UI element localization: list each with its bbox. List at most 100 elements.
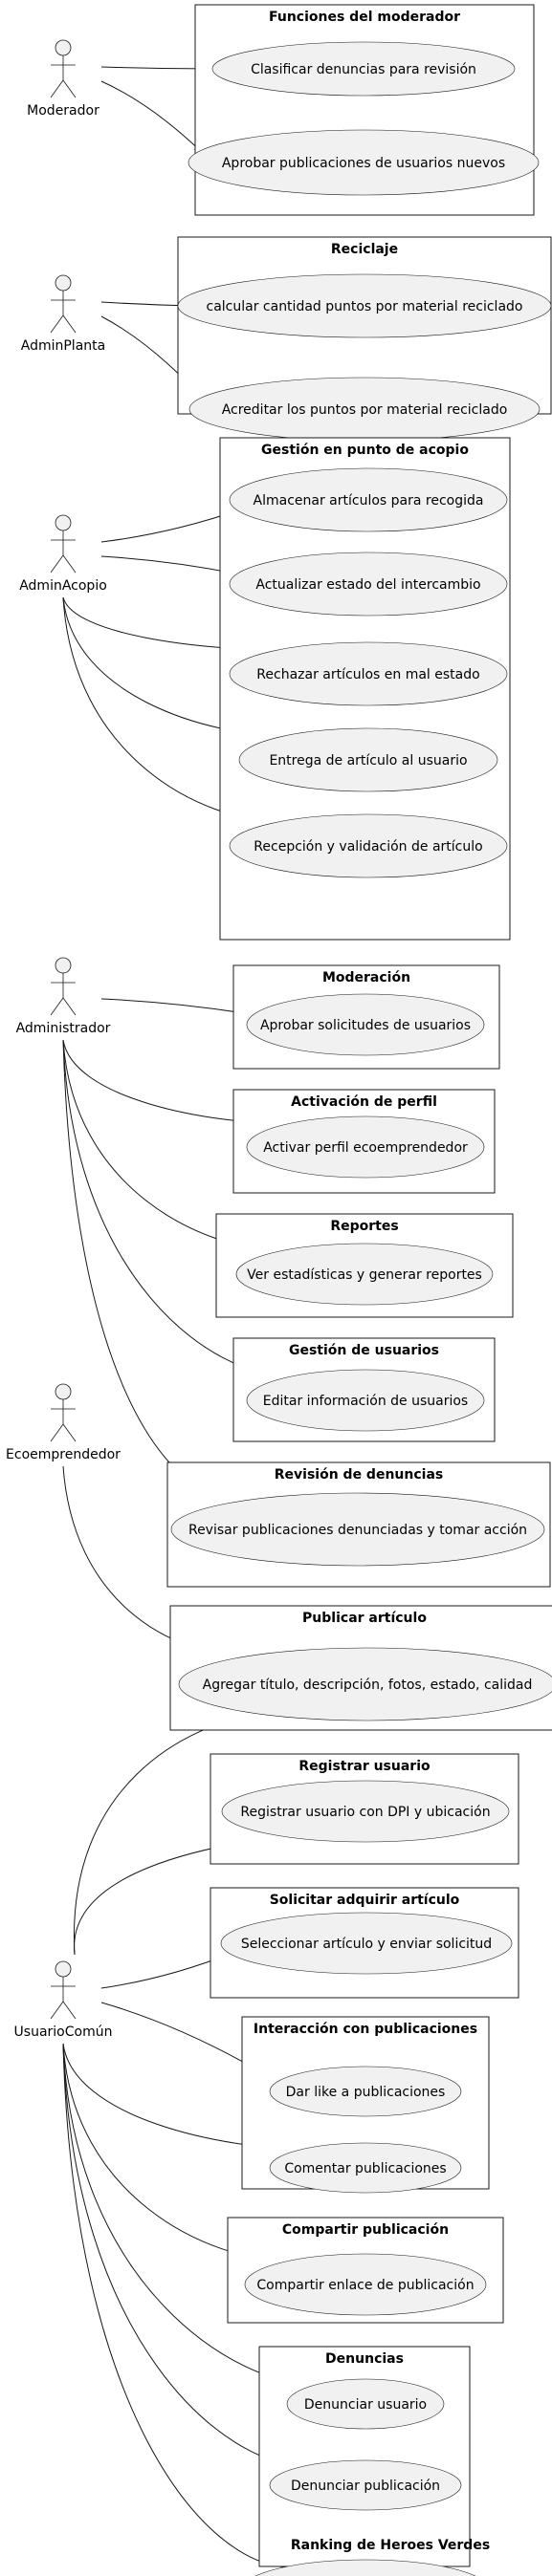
package-title: Activación de perfil [291, 1094, 437, 1110]
use-case-ellipse[interactable] [229, 552, 508, 617]
use-case-ellipse[interactable] [211, 41, 516, 97]
use-case[interactable]: Clasificar denuncias para revisión [211, 41, 516, 97]
use-case-ellipse[interactable] [269, 2142, 462, 2194]
package-title: Ranking de Heroes Verdes [291, 2538, 490, 2553]
use-case-ellipse[interactable] [244, 2253, 487, 2316]
use-case-label: Actualizar estado del intercambio [255, 577, 480, 593]
use-case-label: Aprobar publicaciones de usuarios nuevos [222, 156, 505, 171]
use-case-label: Activar perfil ecoemprendedor [263, 1140, 468, 1156]
use-case[interactable]: Rechazar artículos en mal estado [229, 641, 508, 706]
use-case-ellipse[interactable] [238, 727, 498, 792]
package-title: Denuncias [325, 2351, 404, 2367]
use-case-ellipse[interactable] [246, 993, 485, 1056]
use-case-ellipse[interactable] [178, 1647, 552, 1721]
use-case-label: Entrega de artículo al usuario [269, 753, 467, 768]
use-case[interactable]: Comentar publicaciones [269, 2142, 462, 2194]
use-case-label: Denunciar usuario [304, 2397, 427, 2413]
use-case[interactable]: Denunciar publicación [269, 2459, 462, 2511]
use-case-ellipse[interactable] [220, 1912, 513, 1975]
association-arrow [100, 80, 204, 154]
use-case-ellipse[interactable] [229, 467, 508, 532]
use-case-ellipse[interactable] [241, 2559, 490, 2576]
use-case-ellipse[interactable] [286, 2378, 445, 2430]
use-case-label: Rechazar artículos en mal estado [256, 667, 479, 682]
package-title: Interacción con publicaciones [254, 2022, 477, 2037]
actor-right-leg [62, 314, 77, 334]
package-title: Funciones del moderador [269, 10, 460, 25]
use-case[interactable]: Revisar publicaciones denunciadas y toma… [170, 1492, 545, 1567]
use-case-ellipse[interactable] [170, 1492, 545, 1567]
actor-ecoemprendedor[interactable]: Ecoemprendedor [6, 1383, 121, 1462]
package-ranking: Ranking de Heroes VerdesVer ranking sema… [241, 2538, 490, 2576]
use-case[interactable]: Almacenar artículos para recogida [229, 467, 508, 532]
use-case-label: Editar información de usuarios [263, 1394, 468, 1409]
use-case[interactable]: Acreditar los puntos por material recicl… [188, 377, 541, 442]
use-case-ellipse[interactable] [235, 1243, 494, 1306]
use-case[interactable]: Aprobar solicitudes de usuarios [246, 993, 485, 1056]
use-case-label: Denunciar publicación [291, 2479, 440, 2494]
use-case-label: Clasificar denuncias para revisión [251, 62, 476, 77]
use-case-ellipse[interactable] [229, 813, 508, 878]
use-case[interactable]: Ver ranking semanal de usuarios [241, 2559, 490, 2576]
actor-label: AdminPlanta [21, 338, 105, 354]
actor-left-leg [50, 1423, 64, 1442]
actor-label: Moderador [27, 103, 99, 119]
use-case-label: Seleccionar artículo y enviar solicitud [241, 1937, 492, 1952]
use-case-label: Compartir enlace de publicación [256, 2278, 474, 2293]
actor-moderador[interactable]: Moderador [27, 39, 99, 119]
use-case[interactable]: Seleccionar artículo y enviar solicitud [220, 1912, 513, 1975]
use-case-ellipse[interactable] [177, 273, 552, 338]
actor-left-leg [50, 554, 64, 574]
actors-layer: ModeradorAdminPlantaAdminAcopioAdministr… [6, 39, 121, 2040]
use-case[interactable]: Registrar usuario con DPI y ubicación [221, 1780, 510, 1843]
use-case[interactable]: Entrega de artículo al usuario [238, 727, 498, 792]
use-case[interactable]: Denunciar usuario [286, 2378, 445, 2430]
actor-label: AdminAcopio [19, 578, 107, 594]
use-case[interactable]: calcular cantidad puntos por material re… [177, 273, 552, 338]
use-case[interactable]: Aprobar publicaciones de usuarios nuevos [188, 129, 540, 196]
use-case-label: Acreditar los puntos por material recicl… [222, 402, 508, 418]
use-case[interactable]: Recepción y validación de artículo [229, 813, 508, 878]
actor-adminplanta[interactable]: AdminPlanta [21, 274, 105, 354]
use-case[interactable]: Activar perfil ecoemprendedor [246, 1115, 485, 1179]
use-case-label: Ver estadísticas y generar reportes [247, 1267, 482, 1283]
use-case-ellipse[interactable] [246, 1369, 485, 1432]
use-case[interactable]: Agregar título, descripción, fotos, esta… [178, 1647, 552, 1721]
use-case-ellipse[interactable] [269, 2459, 462, 2511]
actor-adminacopio[interactable]: AdminAcopio [19, 514, 107, 594]
use-case-ellipse[interactable] [269, 2066, 462, 2117]
package-title: Moderación [322, 970, 410, 985]
use-case[interactable]: Compartir enlace de publicación [244, 2253, 487, 2316]
use-case-label: Recepción y validación de artículo [254, 839, 482, 855]
use-case-label: Comentar publicaciones [284, 2161, 446, 2176]
use-case[interactable]: Actualizar estado del intercambio [229, 552, 508, 617]
use-case-label: Registrar usuario con DPI y ubicación [240, 1805, 490, 1820]
use-case[interactable]: Ver estadísticas y generar reportes [235, 1243, 494, 1306]
use-case-label: calcular cantidad puntos por material re… [207, 299, 523, 314]
use-case[interactable]: Dar like a publicaciones [269, 2066, 462, 2117]
actor-label: Ecoemprendedor [6, 1447, 121, 1462]
use-case-ellipse[interactable] [188, 129, 540, 196]
actor-left-leg [50, 79, 64, 98]
actor-administrador[interactable]: Administrador [16, 957, 111, 1036]
use-case-ellipse[interactable] [221, 1780, 510, 1843]
actor-head-icon [55, 39, 72, 56]
actor-label: Administrador [16, 1021, 111, 1036]
actor-right-leg [62, 1423, 77, 1442]
use-case-label: Aprobar solicitudes de usuarios [260, 1018, 471, 1033]
actor-usuariocomun[interactable]: UsuarioComún [14, 1960, 113, 2040]
actor-left-leg [50, 314, 64, 334]
use-case-ellipse[interactable] [246, 1115, 485, 1179]
use-case-ellipse[interactable] [229, 641, 508, 706]
association-arrow [62, 2043, 292, 2571]
use-case[interactable]: Editar información de usuarios [246, 1369, 485, 1432]
use-case-label: Revisar publicaciones denunciadas y toma… [188, 1523, 527, 1538]
